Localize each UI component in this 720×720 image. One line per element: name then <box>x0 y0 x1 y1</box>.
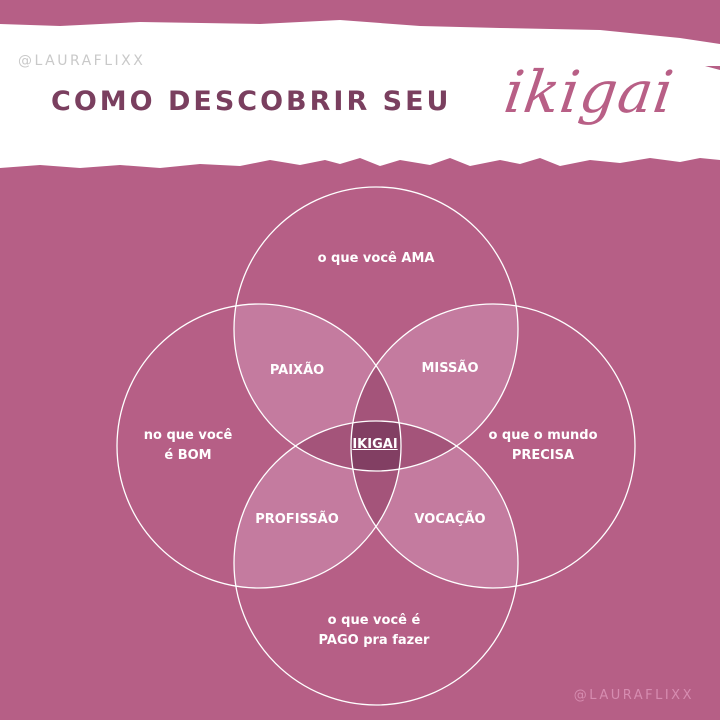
label-good: no que você é BOM <box>144 426 233 466</box>
author-handle: @LAURAFLIXX <box>18 53 146 69</box>
label-paid-line1: o que você é <box>327 613 421 628</box>
label-need: o que o mundo PRECISA <box>488 426 597 466</box>
circle-love <box>233 186 519 472</box>
footer-author-handle: @LAURAFLIXX <box>573 688 694 703</box>
label-profissao: PROFISSÃO <box>255 512 339 527</box>
label-vocacao: VOCAÇÃO <box>414 512 486 527</box>
label-good-line1: no que você <box>143 428 233 443</box>
label-ikigai-center: IKIGAI <box>352 437 398 452</box>
circle-good <box>116 303 402 589</box>
label-love: o que você AMA <box>318 249 435 269</box>
circle-paid <box>233 420 519 706</box>
label-paid: o que você é PAGO pra fazer <box>319 611 430 651</box>
label-good-line2: é BOM <box>164 448 212 463</box>
label-need-line1: o que o mundo <box>488 428 598 443</box>
label-paid-line2: PAGO pra fazer <box>318 633 430 648</box>
label-love-line1: o que você AMA <box>317 251 435 266</box>
label-need-line2: PRECISA <box>511 448 575 463</box>
circle-need <box>350 303 636 589</box>
label-missao: MISSÃO <box>421 361 479 376</box>
header-brush-band <box>0 20 720 168</box>
label-paixao: PAIXÃO <box>269 363 325 378</box>
page-title: COMO DESCOBRIR SEU <box>51 86 452 117</box>
